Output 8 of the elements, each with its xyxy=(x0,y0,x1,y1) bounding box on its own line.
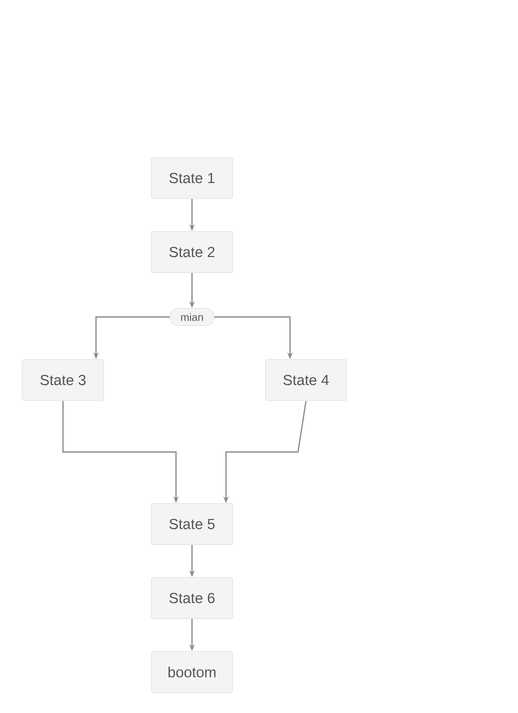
state-box: State 6 xyxy=(151,577,233,619)
state-box: bootom xyxy=(151,651,233,693)
state-box: State 4 xyxy=(265,359,347,401)
branch-label: mian xyxy=(170,308,214,326)
state-box: State 1 xyxy=(151,157,233,199)
state-box: State 5 xyxy=(151,503,233,545)
state-box: State 2 xyxy=(151,231,233,273)
state-box: State 3 xyxy=(22,359,104,401)
